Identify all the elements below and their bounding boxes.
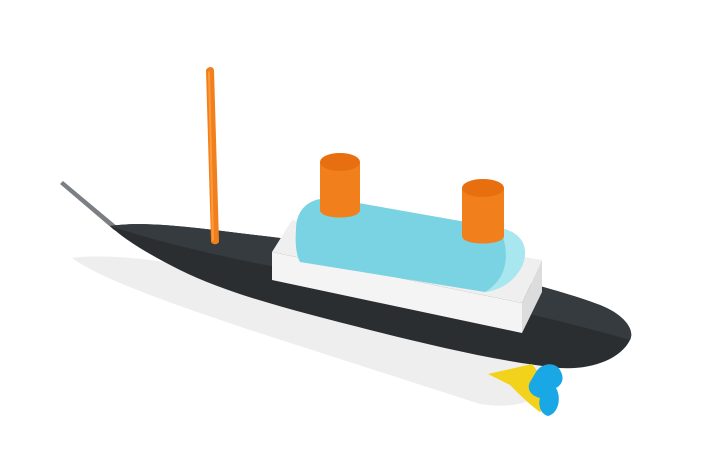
funnel-front xyxy=(320,162,360,218)
funnel-front-top xyxy=(320,153,360,171)
cabin-roof-end xyxy=(485,228,526,292)
cabin-base-side xyxy=(272,252,522,333)
funnel-rear xyxy=(462,188,504,244)
bowsprit-shadow xyxy=(60,181,118,230)
cabin-roof xyxy=(295,198,526,292)
mast-highlight xyxy=(208,71,214,241)
cabin-base-front xyxy=(522,260,542,333)
propeller xyxy=(528,364,563,416)
ground-shadow xyxy=(72,256,560,406)
funnel-rear-top xyxy=(462,179,504,197)
